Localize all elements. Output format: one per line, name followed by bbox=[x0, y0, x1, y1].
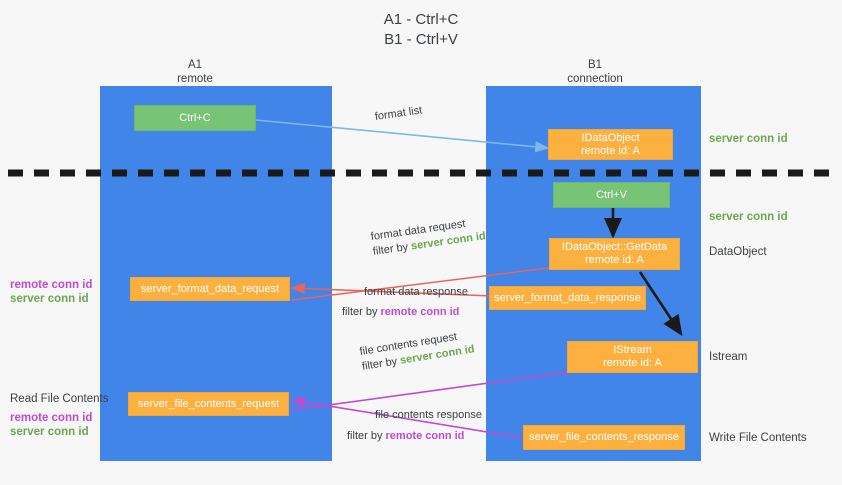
box-server-file-contents-response[interactable]: server_file_contents_response bbox=[523, 425, 685, 450]
box-istream-line2: remote id: A bbox=[603, 357, 662, 369]
page-title: A1 - Ctrl+C B1 - Ctrl+V bbox=[0, 10, 842, 50]
box-server-format-data-response-label: server_format_data_response bbox=[494, 291, 641, 304]
box-idataobject-line1: IDataObject bbox=[581, 131, 640, 144]
filter-by-text-2: filter by bbox=[342, 306, 378, 318]
box-ctrl-v[interactable]: Ctrl+V bbox=[553, 182, 670, 208]
edge-label-format-list-text: format list bbox=[374, 104, 423, 123]
box-idataobject-line2: remote id: A bbox=[581, 144, 640, 157]
box-server-format-data-response[interactable]: server_format_data_response bbox=[489, 286, 646, 310]
title-line-2: B1 - Ctrl+V bbox=[384, 31, 458, 48]
column-a1-name: A1 bbox=[187, 59, 203, 71]
column-header-a1: A1 remote bbox=[140, 58, 250, 86]
title-line-1: A1 - Ctrl+C bbox=[383, 11, 459, 28]
box-getdata-line1: IDataObject::GetData bbox=[561, 241, 668, 253]
left-label-server-conn-id-2: server conn id bbox=[10, 426, 89, 438]
box-idataobject-getdata[interactable]: IDataObject::GetData remote id: A bbox=[549, 238, 680, 270]
box-idataobject[interactable]: IDataObject remote id: A bbox=[548, 129, 673, 160]
column-b1-name: B1 bbox=[587, 59, 603, 71]
right-label-write-file-contents: Write File Contents bbox=[709, 432, 807, 444]
edge-label-file-contents-response-text: file contents response bbox=[375, 409, 483, 421]
right-label-istream: Istream bbox=[709, 351, 748, 363]
edge-label-file-contents-request: file contents request filter by server c… bbox=[359, 327, 476, 374]
filter-by-text-3: filter by bbox=[361, 355, 399, 373]
remote-conn-id-2: remote conn id bbox=[385, 430, 465, 442]
box-ctrl-c-label: Ctrl+C bbox=[179, 111, 211, 124]
box-server-format-data-request-label: server_format_data_request bbox=[140, 282, 280, 295]
edge-label-format-data-request: format data request filter by server con… bbox=[370, 214, 487, 260]
left-label-remote-conn-id-2: remote conn id bbox=[10, 412, 93, 424]
edge-label-format-data-response-filter: filter by remote conn id bbox=[342, 305, 468, 320]
box-server-format-data-request[interactable]: server_format_data_request bbox=[130, 277, 290, 301]
edge-label-format-data-response-text: format data response bbox=[364, 286, 468, 298]
edge-label-format-list: format list bbox=[374, 103, 423, 124]
column-header-b1: B1 connection bbox=[540, 58, 650, 86]
box-istream-line1: IStream bbox=[613, 344, 652, 356]
box-ctrl-v-label: Ctrl+V bbox=[596, 188, 627, 201]
edge-label-format-data-response: format data response filter by remote co… bbox=[342, 285, 468, 320]
filter-by-text-1: filter by bbox=[372, 241, 409, 258]
edge-label-file-contents-response-filter: filter by remote conn id bbox=[347, 429, 482, 444]
right-label-dataobject: DataObject bbox=[709, 246, 767, 258]
left-label-server-conn-id-1: server conn id bbox=[10, 293, 89, 305]
right-label-server-conn-id-top: server conn id bbox=[709, 133, 788, 145]
edge-label-file-contents-response: file contents response filter by remote … bbox=[347, 408, 483, 444]
box-istream[interactable]: IStream remote id: A bbox=[567, 341, 698, 373]
box-server-file-contents-response-label: server_file_contents_response bbox=[529, 431, 679, 443]
box-ctrl-c[interactable]: Ctrl+C bbox=[134, 105, 256, 131]
box-server-file-contents-request[interactable]: server_file_contents_request bbox=[128, 392, 289, 416]
box-getdata-line2: remote id: A bbox=[585, 254, 644, 266]
filter-by-text-4: filter by bbox=[347, 430, 383, 442]
left-label-read-file-contents: Read File Contents bbox=[10, 393, 109, 405]
left-label-remote-conn-id-1: remote conn id bbox=[10, 279, 93, 291]
column-b1-sub: connection bbox=[567, 73, 623, 85]
right-label-server-conn-id-mid: server conn id bbox=[709, 211, 788, 223]
remote-conn-id-1: remote conn id bbox=[380, 306, 460, 318]
box-server-file-contents-request-label: server_file_contents_request bbox=[137, 397, 280, 410]
column-a1-sub: remote bbox=[177, 73, 213, 85]
